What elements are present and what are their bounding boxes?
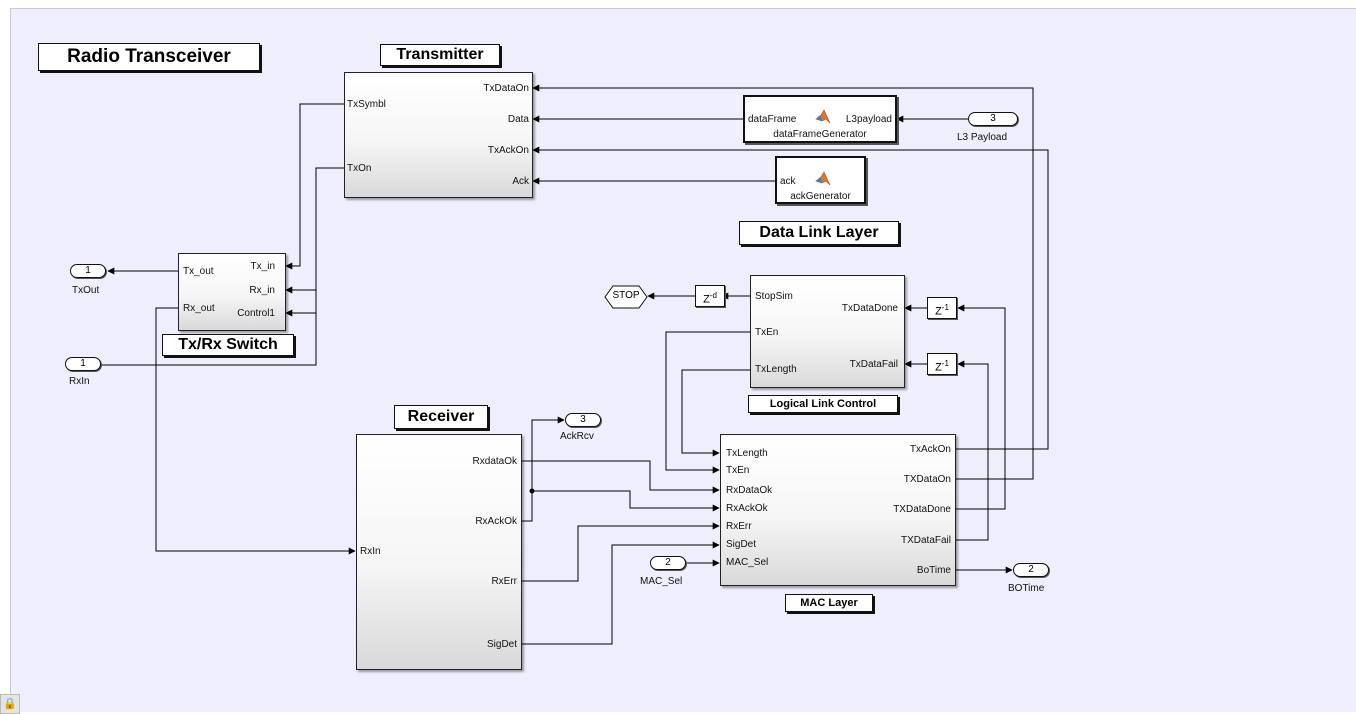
delay-1-fail-block[interactable]: Z-1 (927, 353, 957, 375)
llc-block[interactable]: StopSim TxEn TxLength TxDataDone TxDataF… (750, 275, 905, 388)
llc-title: Logical Link Control (748, 395, 898, 413)
port-mac-rxdataok: RxDataOk (726, 485, 773, 496)
data-link-layer-title: Data Link Layer (739, 221, 899, 245)
port-dataframe: dataFrame (748, 114, 797, 125)
port-txon: TxOn (347, 163, 372, 174)
delay-1-exp: -1 (941, 303, 949, 312)
port-mac-macsel: MAC_Sel (726, 557, 769, 568)
port-rxerr: RxErr (491, 576, 517, 587)
txout-label: TxOut (72, 285, 100, 296)
model-title: Radio Transceiver (38, 43, 260, 71)
port-mac-txdataon: TXDataOn (903, 474, 951, 485)
port-control1: Control1 (237, 308, 275, 319)
port-rx-in: Rx_in (249, 285, 275, 296)
delay-1-done-block[interactable]: Z-1 (927, 297, 957, 319)
port-mac-txlength: TxLength (726, 448, 768, 459)
l3-payload-label: L3 Payload (957, 132, 1008, 143)
ackrcv-outport[interactable]: 3 (565, 413, 601, 427)
port-data: Data (507, 114, 529, 125)
port-mac-sigdet: SigDet (726, 539, 757, 550)
delay-1-exp: -1 (941, 359, 949, 368)
ack-generator-name: ackGenerator (790, 191, 851, 202)
ackrcv-label: AckRcv (560, 431, 594, 442)
port-l3payload: L3payload (845, 114, 892, 125)
port-mac-txdatafail: TXDataFail (900, 535, 951, 546)
port-txsymbl: TxSymbl (347, 99, 386, 110)
port-llc-txdatafail: TxDataFail (849, 359, 898, 370)
l3-payload-inport[interactable]: 3 (968, 112, 1018, 126)
port-receiver-rxin: RxIn (360, 546, 381, 557)
matlab-icon (815, 109, 831, 124)
delay-d-block[interactable]: Z-d (695, 285, 725, 307)
port-ack: Ack (512, 176, 529, 187)
port-mac-botime: BoTime (916, 565, 951, 576)
port-llc-txdatadone: TxDataDone (841, 303, 898, 314)
stop-block[interactable] (604, 285, 648, 309)
port-tx-in: Tx_in (250, 261, 275, 272)
port-mac-txackon: TxAckOn (909, 444, 951, 455)
port-llc-txlength: TxLength (755, 364, 797, 375)
txrx-switch-block[interactable]: Tx_out Rx_out Tx_in Rx_in Control1 (178, 253, 286, 331)
port-ack-out: ack (780, 176, 796, 187)
port-mac-rxackok: RxAckOk (726, 503, 768, 514)
mac-sel-inport[interactable]: 2 (650, 556, 686, 570)
mac-layer-title: MAC Layer (785, 594, 873, 612)
stop-label: STOP (612, 290, 640, 301)
lock-icon[interactable]: 🔒 (0, 694, 20, 714)
delay-d-exp: -d (709, 291, 717, 300)
rxin-label: RxIn (69, 376, 90, 387)
botime-outport[interactable]: 2 (1013, 563, 1049, 577)
transmitter-title: Transmitter (380, 44, 500, 66)
delay-1-base: Z (935, 361, 942, 374)
port-tx-out: Tx_out (183, 266, 214, 277)
transmitter-block[interactable]: TxSymbl TxOn TxDataOn Data TxAckOn Ack (344, 72, 533, 198)
port-mac-txdatadone: TXDataDone (893, 504, 951, 515)
port-sigdet: SigDet (486, 639, 517, 650)
port-rx-out: Rx_out (183, 303, 215, 314)
port-txackon: TxAckOn (487, 145, 529, 156)
txout-outport[interactable]: 1 (70, 264, 106, 278)
matlab-icon (815, 171, 831, 186)
data-frame-generator-name: dataFrameGenerator (773, 129, 867, 140)
botime-label: BOTime (1008, 583, 1045, 594)
port-stopsim: StopSim (755, 291, 793, 302)
port-mac-txen: TxEn (726, 465, 750, 476)
port-mac-rxerr: RxErr (726, 521, 752, 532)
port-rxackok: RxAckOk (475, 516, 517, 527)
txrx-switch-title: Tx/Rx Switch (162, 334, 294, 356)
port-rxdataok: RxdataOk (472, 456, 517, 467)
data-frame-generator-block[interactable]: dataFrame L3payload dataFrameGenerator (743, 95, 897, 143)
receiver-title: Receiver (394, 405, 488, 429)
mac-sel-label: MAC_Sel (640, 576, 683, 587)
ack-generator-block[interactable]: ack ackGenerator (775, 156, 866, 204)
port-llc-txen: TxEn (755, 327, 779, 338)
mac-layer-block[interactable]: TxLength TxEn RxDataOk RxAckOk RxErr Sig… (720, 434, 956, 586)
port-txdataon: TxDataOn (483, 83, 529, 94)
delay-d-base: Z (703, 293, 710, 306)
receiver-block[interactable]: RxIn RxdataOk RxAckOk RxErr SigDet (356, 434, 522, 670)
rxin-inport[interactable]: 1 (65, 357, 101, 371)
model-canvas[interactable] (10, 8, 1356, 712)
delay-1-base: Z (935, 305, 942, 318)
